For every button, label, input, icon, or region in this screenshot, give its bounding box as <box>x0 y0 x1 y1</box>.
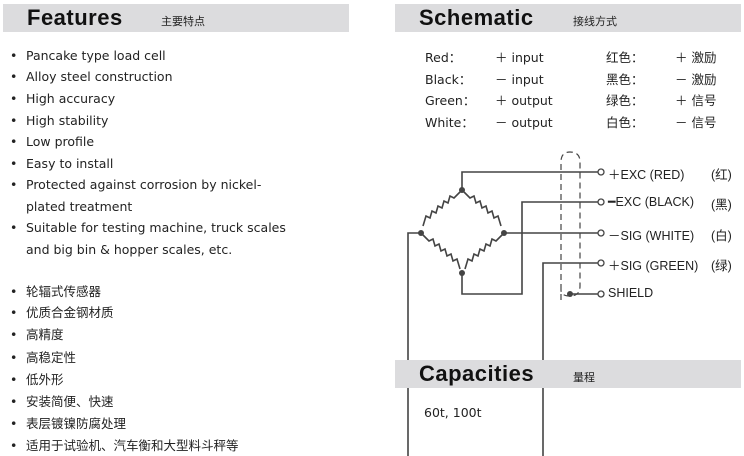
feature-item: Protected against corrosion by nickel- <box>10 177 261 193</box>
feature-item: plated treatment <box>10 199 132 215</box>
feature-item: Alloy steel construction <box>10 69 173 85</box>
wiring-color: Black： <box>425 71 472 87</box>
feature-item: Low profile <box>10 134 94 150</box>
feature-text: Suitable for testing machine, truck scal… <box>26 220 286 235</box>
bridge-node <box>459 270 465 276</box>
wiring-color: Green： <box>425 93 476 109</box>
feature-text-cn: 低外形 <box>26 372 64 387</box>
feature-item-cn: 高稳定性 <box>10 350 76 366</box>
terminal-icon <box>597 168 605 176</box>
wiring-fn: ＋ input <box>495 50 544 65</box>
terminal-icon <box>597 259 605 267</box>
capacities-subtitle: 量程 <box>573 371 595 384</box>
feature-text-cn: 适用于试验机、汽车衡和大型料斗秤等 <box>26 438 239 453</box>
capacities-title: Capacities <box>419 361 535 386</box>
terminal-label-cn: (黑) <box>711 198 732 212</box>
wiring-fn-cn: ＋ 激励 <box>675 50 717 65</box>
bridge-node <box>501 230 507 236</box>
feature-item: High accuracy <box>10 91 115 107</box>
feature-item: Pancake type load cell <box>10 48 166 64</box>
feature-text-cn: 安装简便、快速 <box>26 394 114 409</box>
terminal-icon <box>597 229 605 237</box>
feature-item: High stability <box>10 113 108 129</box>
terminal-label-cn: (红) <box>711 168 732 182</box>
wiring-fn: － output <box>495 115 553 131</box>
wiring-fn-cn: － 信号 <box>675 115 717 131</box>
wiring-color-cn: 白色： <box>606 115 644 131</box>
wiring-color-cn: 红色： <box>606 50 644 65</box>
feature-item-cn: 适用于试验机、汽车衡和大型料斗秤等 <box>10 438 239 454</box>
wiring-fn-cn: ＋ 信号 <box>675 93 717 109</box>
wiring-fn-cn: － 激励 <box>675 71 717 87</box>
terminal-label: ＋EXC (RED) <box>608 168 685 182</box>
feature-text: Alloy steel construction <box>26 69 173 84</box>
feature-text: High stability <box>26 113 109 128</box>
feature-text: Low profile <box>26 134 95 149</box>
feature-text-cn: 高稳定性 <box>26 350 77 365</box>
wiring-color-cn: 绿色： <box>606 93 644 109</box>
feature-text: Easy to install <box>26 156 114 171</box>
feature-item-cn: 优质合金钢材质 <box>10 305 114 321</box>
feature-text-cn: 高精度 <box>26 327 64 342</box>
feature-text: High accuracy <box>26 91 116 106</box>
feature-text-cn: 轮辐式传感器 <box>26 284 102 299</box>
feature-item-cn: 安装简便、快速 <box>10 394 114 410</box>
features-subtitle: 主要特点 <box>161 15 205 28</box>
capacities-header: Capacities 量程 <box>395 360 741 388</box>
wiring-color: White： <box>425 115 474 131</box>
bridge-node <box>459 187 465 193</box>
feature-text: Pancake type load cell <box>26 48 166 63</box>
terminal-label: －SIG (WHITE) <box>608 229 695 243</box>
feature-text: Protected against corrosion by nickel- <box>26 177 262 192</box>
feature-item-cn: 轮辐式传感器 <box>10 284 101 300</box>
feature-item-cn: 低外形 <box>10 372 64 388</box>
bridge-node <box>418 230 424 236</box>
features-header: Features 主要特点 <box>3 4 349 32</box>
wiring-color-cn: 黑色： <box>606 71 644 87</box>
schematic-header: Schematic 接线方式 <box>395 4 741 32</box>
feature-text: plated treatment <box>26 199 133 214</box>
wiring-fn: ＋ output <box>495 93 553 109</box>
feature-text-cn: 优质合金钢材质 <box>26 305 114 320</box>
feature-item-cn: 高精度 <box>10 327 64 343</box>
features-title: Features <box>27 5 123 30</box>
capacities-value: 60t, 100t <box>424 405 482 420</box>
wiring-fn: － input <box>495 71 544 87</box>
feature-text: and big bin & hopper scales, etc. <box>26 242 233 257</box>
schematic-title: Schematic <box>419 5 534 30</box>
shield-node <box>567 291 573 297</box>
terminal-label-cn: (白) <box>711 229 732 243</box>
feature-item-cn: 表层镀镍防腐处理 <box>10 416 126 432</box>
terminal-label: ━EXC (BLACK) <box>608 195 695 209</box>
feature-text-cn: 表层镀镍防腐处理 <box>26 416 127 431</box>
terminal-icon <box>597 290 605 298</box>
schematic-subtitle: 接线方式 <box>573 15 617 28</box>
feature-item: Easy to install <box>10 156 113 172</box>
wiring-color: Red： <box>425 50 462 65</box>
terminal-label-cn: (绿) <box>711 259 732 273</box>
terminal-label: SHIELD <box>608 286 654 300</box>
terminal-label: ＋SIG (GREEN) <box>608 259 699 273</box>
feature-item: Suitable for testing machine, truck scal… <box>10 220 286 236</box>
terminal-icon <box>597 198 605 206</box>
feature-item: and big bin & hopper scales, etc. <box>10 242 232 258</box>
